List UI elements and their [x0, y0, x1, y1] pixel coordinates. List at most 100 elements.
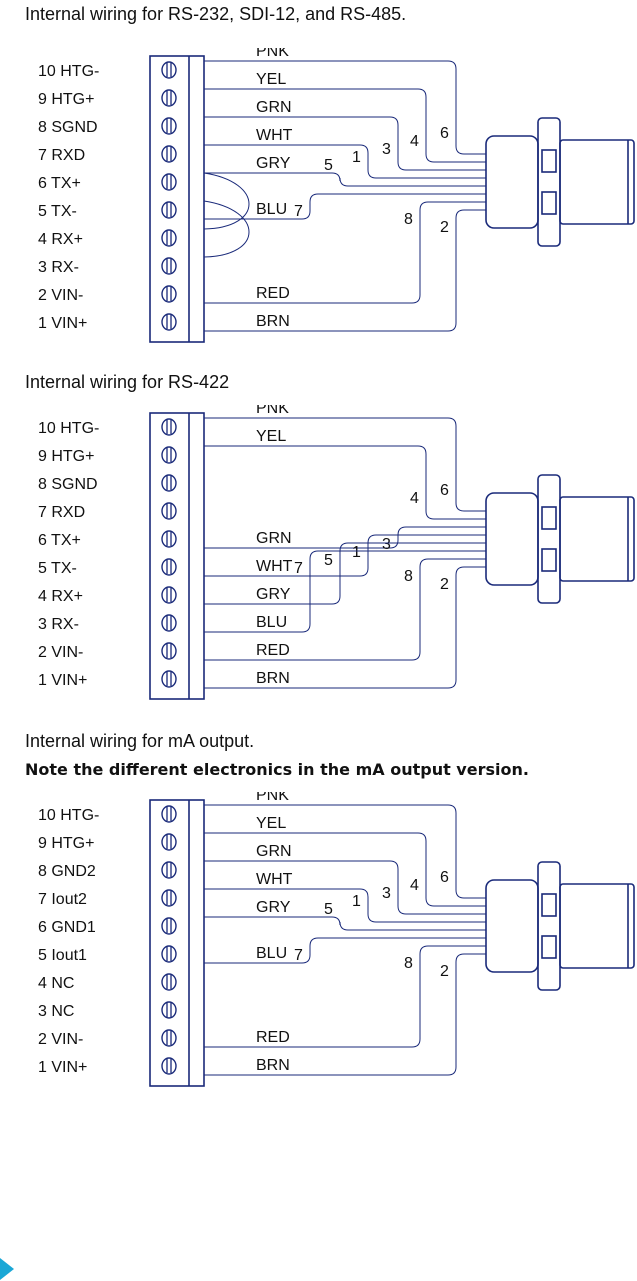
- wire-label-brn: BRN: [256, 670, 290, 687]
- wire-number-1: 1: [352, 893, 361, 910]
- pin-label: 4 NC: [38, 975, 74, 992]
- wire-yel: [204, 832, 486, 907]
- connector-body: [485, 879, 539, 973]
- screw-terminal-icon: [161, 89, 177, 107]
- pin-label: 6 GND1: [38, 919, 96, 936]
- wire-number-3: 3: [382, 536, 391, 553]
- wire-number-1: 1: [352, 149, 361, 166]
- wire-label-pnk: PNK: [256, 405, 289, 417]
- wire-label-grn: GRN: [256, 843, 292, 860]
- connector-nut: [537, 474, 561, 604]
- wire-red: [204, 945, 486, 1048]
- wire-brn: [204, 953, 486, 1076]
- screw-terminal-icon: [161, 117, 177, 135]
- wire-number-4: 4: [410, 490, 419, 507]
- wire-number-2: 2: [440, 576, 449, 593]
- connector-plug: [559, 496, 635, 582]
- screw-terminal-icon: [161, 285, 177, 303]
- wire-number-7: 7: [294, 203, 303, 220]
- connector-body: [485, 135, 539, 229]
- screw-terminal-icon: [161, 313, 177, 331]
- screw-terminal-icon: [161, 833, 177, 851]
- pin-label: 5 TX-: [38, 203, 77, 220]
- wire-label-pnk: PNK: [256, 48, 289, 60]
- wire-label-gry: GRY: [256, 155, 291, 172]
- wire-label-yel: YEL: [256, 815, 286, 832]
- pin-label: 3 RX-: [38, 259, 79, 276]
- wire-number-8: 8: [404, 568, 413, 585]
- connector-nut-face: [541, 149, 557, 173]
- wire-number-3: 3: [382, 885, 391, 902]
- wire-gry: [204, 542, 486, 605]
- pin-label: 2 VIN-: [38, 644, 83, 661]
- screw-terminal-icon: [161, 917, 177, 935]
- wire-label-yel: YEL: [256, 428, 286, 445]
- wire-label-red: RED: [256, 285, 290, 302]
- wire-number-5: 5: [324, 552, 333, 569]
- wire-number-1: 1: [352, 544, 361, 561]
- connector-nut-face: [541, 191, 557, 215]
- pin-label: 1 VIN+: [38, 672, 87, 689]
- wire-wht: [204, 888, 486, 923]
- pin-label: 2 VIN-: [38, 1031, 83, 1048]
- wire-red: [204, 558, 486, 661]
- screw-terminal-icon: [161, 530, 177, 548]
- wire-pnk: [204, 417, 486, 512]
- pin-label: 6 TX+: [38, 175, 81, 192]
- connector-nut-face: [541, 893, 557, 917]
- wire-grn: [204, 116, 486, 171]
- pin-label: 4 RX+: [38, 231, 83, 248]
- wire-label-pnk: PNK: [256, 792, 289, 804]
- wire-red: [204, 201, 486, 304]
- wire-number-6: 6: [440, 869, 449, 886]
- wire-label-gry: GRY: [256, 586, 291, 603]
- pin-label: 10 HTG-: [38, 63, 99, 80]
- wire-label-blu: BLU: [256, 945, 287, 962]
- crossover-loop: [203, 200, 250, 258]
- wire-grn: [204, 860, 486, 915]
- wire-number-7: 7: [294, 560, 303, 577]
- screw-terminal-icon: [161, 229, 177, 247]
- wire-yel: [204, 88, 486, 163]
- screw-terminal-icon: [161, 173, 177, 191]
- wire-number-2: 2: [440, 219, 449, 236]
- terminal-block: [149, 799, 205, 1087]
- pin-label: 7 Iout2: [38, 891, 87, 908]
- connector-body: [485, 492, 539, 586]
- pin-label: 5 Iout1: [38, 947, 87, 964]
- pin-label: 8 GND2: [38, 863, 96, 880]
- screw-terminal-icon: [161, 558, 177, 576]
- wire-number-4: 4: [410, 133, 419, 150]
- pin-label: 6 TX+: [38, 532, 81, 549]
- screw-terminal-icon: [161, 861, 177, 879]
- connector-plug: [559, 139, 635, 225]
- pin-label: 10 HTG-: [38, 420, 99, 437]
- wire-pnk: [204, 804, 486, 899]
- pin-label: 8 SGND: [38, 476, 98, 493]
- wire-number-8: 8: [404, 955, 413, 972]
- wire-label-grn: GRN: [256, 530, 292, 547]
- screw-terminal-icon: [161, 1029, 177, 1047]
- pin-label: 9 HTG+: [38, 91, 94, 108]
- pin-label: 7 RXD: [38, 504, 85, 521]
- wire-blu: [204, 193, 486, 220]
- wire-blu: [204, 550, 486, 633]
- connector-nut-face: [541, 506, 557, 530]
- wire-label-blu: BLU: [256, 201, 287, 218]
- pin-label: 9 HTG+: [38, 448, 94, 465]
- wire-yel: [204, 445, 486, 520]
- wire-number-6: 6: [440, 482, 449, 499]
- wire-label-wht: WHT: [256, 871, 293, 888]
- connector-nut: [537, 861, 561, 991]
- wire-number-3: 3: [382, 141, 391, 158]
- crossover-loop: [203, 172, 250, 230]
- title-rs232: Internal wiring for RS-232, SDI-12, and …: [25, 4, 407, 24]
- connector-nut: [537, 117, 561, 247]
- pin-label: 8 SGND: [38, 119, 98, 136]
- wire-label-grn: GRN: [256, 99, 292, 116]
- wire-label-gry: GRY: [256, 899, 291, 916]
- wire-number-5: 5: [324, 157, 333, 174]
- wire-wht: [204, 144, 486, 179]
